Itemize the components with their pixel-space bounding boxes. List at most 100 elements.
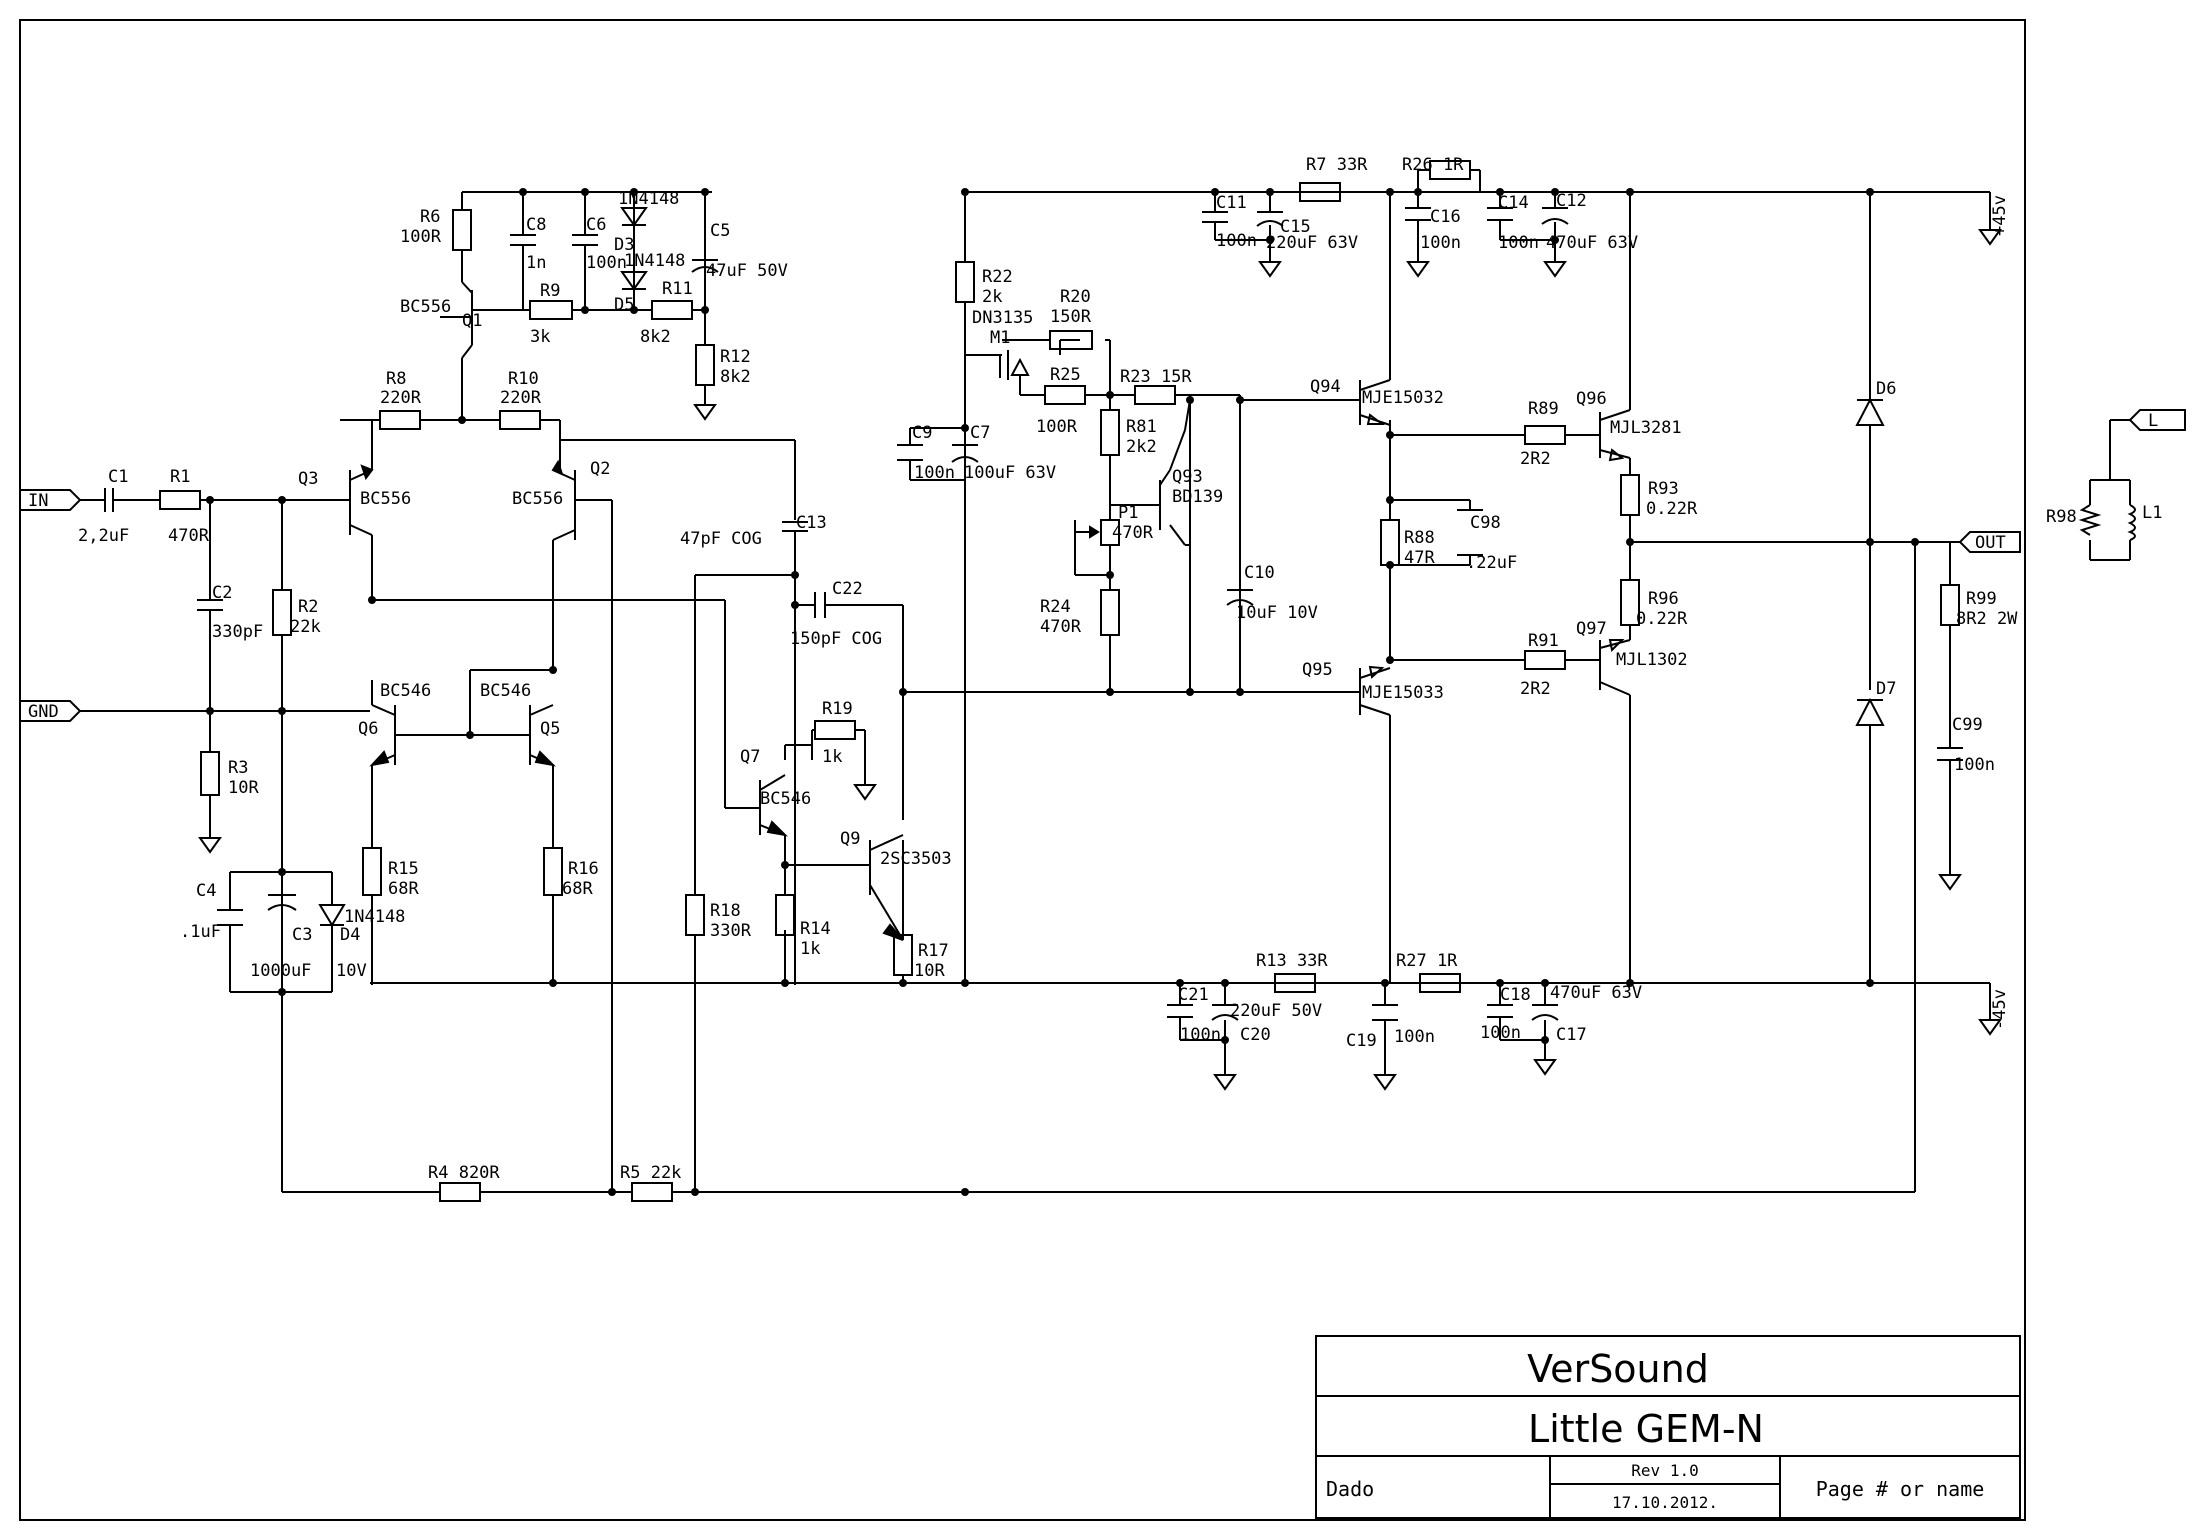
label: C14	[1498, 193, 1529, 213]
label: Q95	[1302, 660, 1333, 680]
label: R88	[1404, 528, 1435, 548]
label: R16	[568, 859, 599, 879]
label: 47uF 50V	[706, 261, 788, 281]
resistor-r89	[1524, 425, 1566, 445]
label: 2R2	[1520, 679, 1551, 699]
resistor-r14	[775, 894, 795, 936]
label: 1N4148	[344, 907, 405, 927]
label: BC546	[380, 681, 431, 701]
label: R5 22k	[620, 1163, 681, 1183]
capacitor-c13	[782, 521, 808, 550]
port-speaker-label: L	[2148, 411, 2158, 431]
label: C7	[970, 423, 990, 443]
capacitor-c16	[1405, 207, 1431, 221]
label: C1	[108, 467, 128, 487]
transistor-q97	[1599, 639, 1631, 696]
capacitor-c9	[897, 444, 923, 461]
resistor-r15	[362, 847, 382, 896]
label: R24	[1040, 597, 1071, 617]
resistor-r1	[159, 490, 201, 510]
label: R10	[508, 369, 539, 389]
label: 1k	[822, 747, 842, 767]
label: R89	[1528, 399, 1559, 419]
label: 8k2	[720, 367, 751, 387]
label: Q93	[1172, 467, 1203, 487]
label: C9	[912, 423, 932, 443]
transistor-q3	[340, 464, 374, 536]
label: 47pF COG	[680, 529, 762, 549]
label: R98	[2046, 507, 2077, 527]
port-speaker	[2128, 409, 2186, 431]
label: 220R	[500, 388, 542, 408]
label: 10uF 10V	[1236, 603, 1318, 623]
company-name: VerSound	[1527, 1347, 1709, 1391]
label: P1	[1118, 503, 1138, 523]
label: 470uF 63V	[1550, 983, 1642, 1003]
port-out	[1958, 531, 2021, 553]
project-name: Little GEM-N	[1528, 1407, 1764, 1451]
transistor-q7	[759, 774, 788, 837]
capacitor-c22	[814, 592, 830, 618]
transistor-q6	[369, 704, 396, 767]
label: DN3135	[972, 308, 1033, 328]
capacitor-c21	[1167, 1004, 1193, 1018]
label: 470R	[168, 526, 210, 546]
label: BD139	[1172, 487, 1223, 507]
label: D6	[1876, 379, 1896, 399]
label: BC546	[480, 681, 531, 701]
capacitor-c8	[510, 234, 536, 246]
label: R93	[1648, 479, 1679, 499]
title-block: VerSound Little GEM-N Dado Rev 1.0 17.10…	[1315, 1335, 2021, 1519]
capacitor-c10	[1226, 589, 1254, 692]
label: BC556	[360, 489, 411, 509]
label: C17	[1556, 1025, 1587, 1045]
label: R18	[710, 901, 741, 921]
diode-d3	[620, 207, 648, 227]
resistor-r11	[651, 300, 693, 320]
author-name: Dado	[1326, 1477, 1374, 1501]
label: 100uF 63V	[964, 463, 1056, 483]
label: R19	[822, 699, 853, 719]
label: Q7	[740, 747, 760, 767]
label: 100R	[400, 227, 442, 247]
resistor-r25	[1044, 385, 1086, 405]
diode-d5	[620, 271, 648, 291]
transistor-q1	[440, 290, 473, 345]
label: Q2	[590, 459, 610, 479]
label: 1N4148	[624, 251, 685, 271]
label: C5	[710, 221, 730, 241]
label: 3k	[530, 327, 550, 347]
label: 100n	[1480, 1023, 1521, 1043]
label: 330pF	[212, 622, 263, 642]
transistor-q2	[551, 459, 576, 541]
label: 100n	[1420, 233, 1461, 253]
diode-d7	[1855, 697, 1885, 726]
label: R15	[388, 859, 419, 879]
resistor-r5	[631, 1182, 673, 1202]
label: C3	[292, 925, 312, 945]
label: 100n	[1498, 233, 1539, 253]
label: M1	[990, 328, 1010, 348]
label: C8	[526, 215, 546, 235]
components	[104, 160, 2136, 1202]
resistor-r99	[1940, 584, 1960, 626]
capacitor-c14	[1487, 207, 1513, 221]
potentiometer-p1	[1100, 519, 1120, 546]
label: C20	[1240, 1025, 1271, 1045]
label: Q96	[1576, 389, 1607, 409]
label: R14	[800, 919, 831, 939]
label: Q9	[840, 829, 860, 849]
label: 68R	[388, 879, 419, 899]
label: 22k	[290, 617, 321, 637]
resistor-r7	[1299, 182, 1341, 202]
capacitor-c4	[217, 909, 243, 926]
resistor-r17	[893, 934, 913, 976]
resistor-r10	[499, 410, 541, 430]
label: 470R	[1112, 523, 1154, 543]
transistor-q9	[869, 834, 904, 941]
label: D4	[340, 925, 360, 945]
label: D3	[614, 235, 634, 255]
port-gnd	[19, 700, 82, 722]
label: C19	[1346, 1031, 1377, 1051]
port-in	[19, 489, 82, 511]
